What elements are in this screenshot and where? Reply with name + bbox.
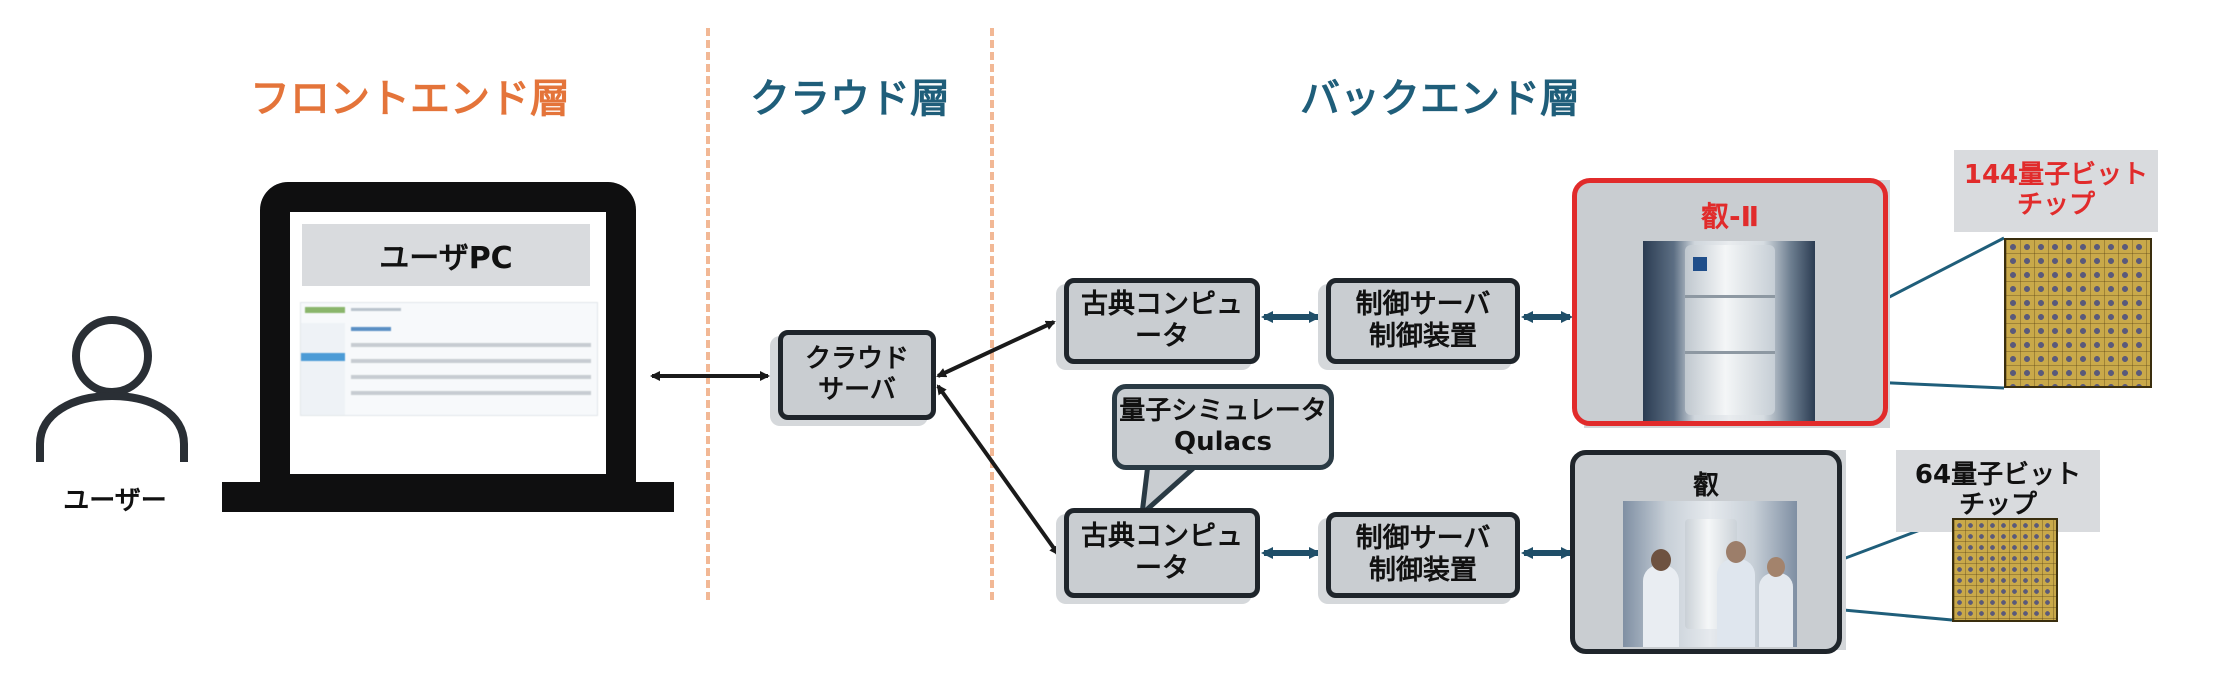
person-icon-3 — [1759, 573, 1793, 647]
mini-app-screenshot — [300, 302, 598, 416]
qc-bottom-title: 叡 — [1692, 471, 1719, 501]
qc-top-logo-icon — [1693, 257, 1707, 271]
cloud-server-line2: サーバ — [818, 375, 896, 405]
classical-computer-top: 古典コンピュータ — [1064, 278, 1260, 364]
laptop-screen: ユーザPC — [290, 212, 606, 474]
control-top-line2: 制御装置 — [1369, 321, 1477, 352]
classical-computer-bottom-label: 古典コンピュータ — [1081, 520, 1243, 584]
chip-bottom-label: 64量子ビット チップ — [1896, 450, 2100, 532]
chip-top-line2: チップ — [2016, 190, 2095, 220]
chip-bottom-line1: 64量子ビット — [1914, 460, 2082, 491]
arrow-cloud-classical-bottom — [936, 384, 1060, 556]
qc-top-frame: 叡-Ⅱ — [1572, 178, 1888, 426]
layer-divider-left — [706, 28, 710, 600]
quantum-simulator-callout: 量子シミュレータ Qulacs — [1112, 384, 1334, 470]
chip-144-image — [2004, 238, 2152, 388]
layer-divider-right — [990, 28, 994, 600]
laptop-base — [222, 482, 674, 512]
classical-computer-bottom: 古典コンピュータ — [1064, 508, 1260, 598]
user-icon — [36, 316, 188, 462]
frontend-layer-heading: フロントエンド層 — [250, 76, 570, 122]
laptop-icon: ユーザPC — [222, 182, 674, 512]
chip-top-label: 144量子ビット チップ — [1954, 150, 2158, 232]
control-server-top: 制御サーバ 制御装置 — [1326, 278, 1520, 364]
pc-label-box: ユーザPC — [302, 224, 590, 286]
cloud-layer-heading: クラウド層 — [750, 76, 950, 122]
qc-bottom-photo — [1623, 501, 1797, 647]
classical-computer-top-label: 古典コンピュータ — [1081, 288, 1243, 352]
cloud-server-line1: クラウド — [804, 343, 909, 374]
control-bottom-line1: 制御サーバ — [1355, 522, 1491, 554]
pc-label: ユーザPC — [379, 241, 513, 276]
chip-top-line1: 144量子ビット — [1963, 160, 2149, 191]
control-server-bottom: 制御サーバ 制御装置 — [1326, 512, 1520, 598]
qc-top-title: 叡-Ⅱ — [1700, 200, 1760, 233]
backend-layer-heading: バックエンド層 — [1300, 76, 1580, 122]
control-bottom-line2: 制御装置 — [1369, 555, 1477, 586]
person-icon-2 — [1717, 559, 1755, 647]
qc-top-photo — [1643, 241, 1815, 421]
person-icon-1 — [1643, 565, 1679, 647]
qc-bottom-frame: 叡 — [1570, 450, 1842, 654]
control-top-line1: 制御サーバ — [1355, 288, 1491, 320]
chip-bottom-line2: チップ — [1958, 490, 2037, 520]
cloud-server-node: クラウド サーバ — [778, 330, 936, 420]
arrow-cloud-classical-top — [936, 320, 1056, 378]
simulator-line1: 量子シミュレータ — [1119, 395, 1327, 426]
simulator-line2: Qulacs — [1174, 427, 1272, 457]
chip-64-image — [1952, 518, 2058, 622]
user-label: ユーザー — [63, 486, 167, 516]
